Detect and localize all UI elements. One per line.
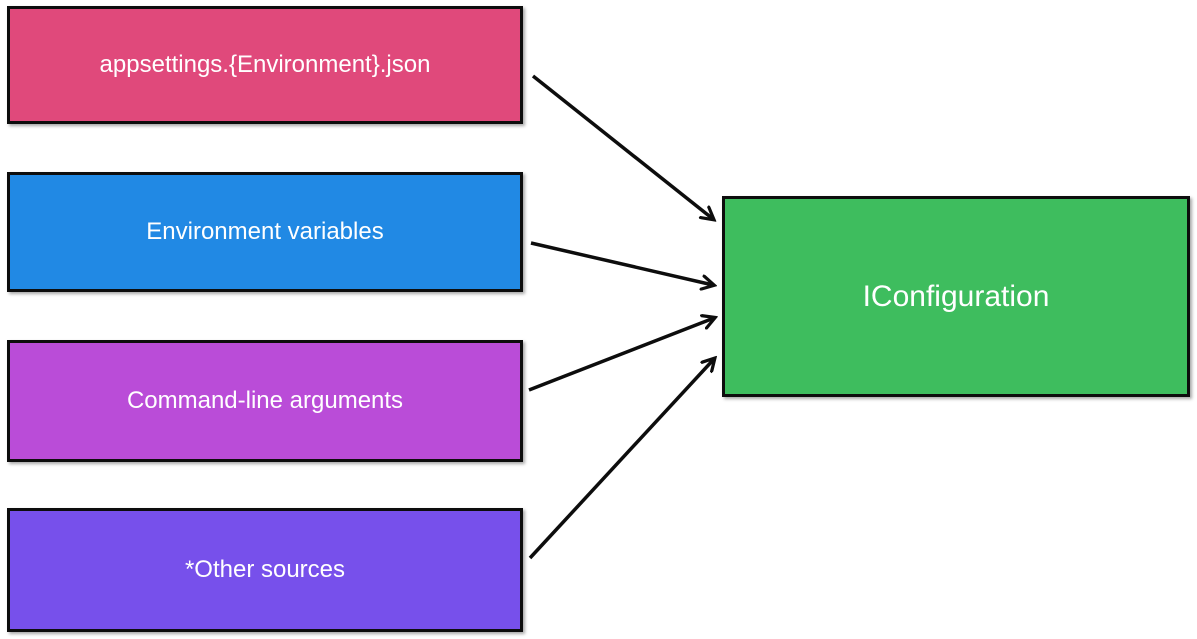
source-box-environment-variables-label: Environment variables xyxy=(146,218,384,245)
source-box-other-sources: *Other sources xyxy=(7,508,523,632)
arrow-other-sources-to-iconfiguration xyxy=(528,359,714,560)
arrow-appsettings-to-iconfiguration xyxy=(531,74,713,219)
source-box-appsettings: appsettings.{Environment}.json xyxy=(7,6,523,124)
source-box-other-sources-label: *Other sources xyxy=(184,556,346,583)
arrow-cmdline-to-iconfiguration xyxy=(528,318,714,392)
arrow-env-vars-to-iconfiguration xyxy=(530,241,713,285)
target-box-iconfiguration: IConfiguration xyxy=(722,196,1190,397)
source-box-environment-variables: Environment variables xyxy=(7,172,523,292)
target-box-iconfiguration-label: IConfiguration xyxy=(862,279,1050,313)
source-box-command-line-arguments-label: Command-line arguments xyxy=(126,387,404,414)
source-box-appsettings-label: appsettings.{Environment}.json xyxy=(99,51,431,78)
source-box-command-line-arguments: Command-line arguments xyxy=(7,340,523,462)
